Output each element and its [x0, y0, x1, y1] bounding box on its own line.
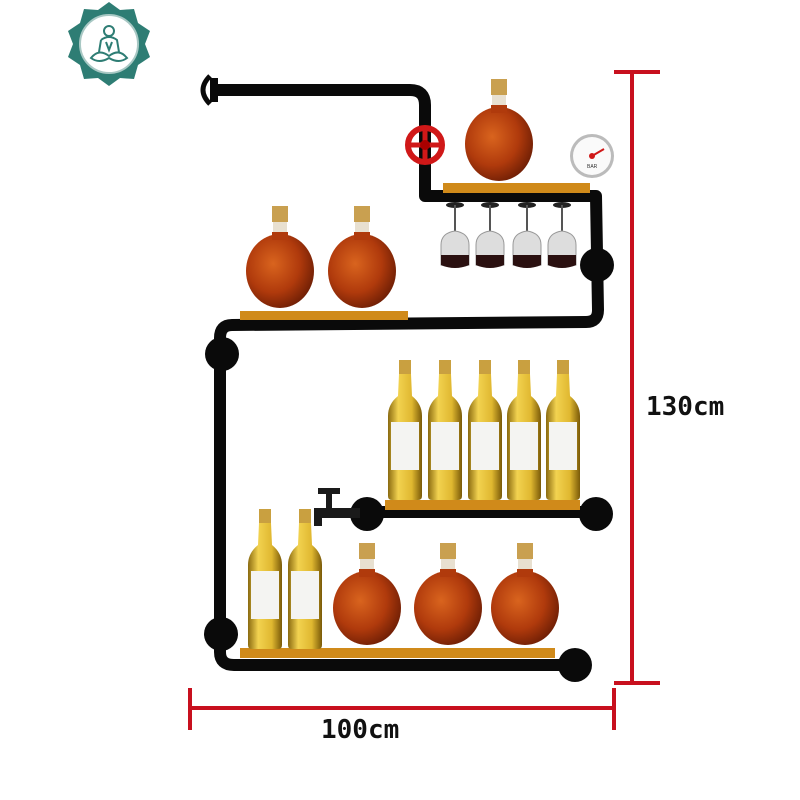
wine-glass: [547, 201, 577, 269]
cognac-bottle: [491, 543, 559, 645]
valve-handle-icon: [405, 125, 445, 165]
shelf-middle: [385, 500, 580, 510]
width-label: 100cm: [321, 715, 399, 745]
shelves: [240, 183, 590, 658]
wine-bottle: [507, 360, 541, 500]
width-dimension-line: [188, 688, 616, 730]
shelf-top: [443, 183, 590, 193]
height-label: 130cm: [646, 392, 724, 422]
wine-glass: [512, 201, 542, 269]
wine-bottle: [428, 360, 462, 500]
cognac-bottle: [333, 543, 401, 645]
wine-glasses: [440, 201, 577, 269]
faucet-icon: [314, 488, 360, 526]
wine-bottle: [248, 509, 282, 649]
pipe-joints: [204, 248, 614, 682]
shelf-bottom: [240, 648, 555, 658]
pressure-gauge: BAR: [570, 134, 614, 178]
cognac-bottle: [465, 79, 533, 181]
shelf-upper-left: [240, 311, 408, 320]
pipe-end-cap: [200, 74, 212, 106]
wine-glass: [475, 201, 505, 269]
cognac-bottle: [246, 206, 314, 308]
wine-bottle: [546, 360, 580, 500]
brand-logo: [68, 2, 150, 86]
pipe-frame: [210, 78, 604, 671]
height-dimension-line: [614, 70, 660, 685]
wine-glass: [440, 201, 470, 269]
wine-bottle: [288, 509, 322, 649]
wine-bottle: [468, 360, 502, 500]
cognac-bottle: [328, 206, 396, 308]
gauge-unit-label: BAR: [587, 164, 598, 170]
cognac-bottle: [414, 543, 482, 645]
meditation-lotus-icon: [89, 25, 129, 62]
wine-bottle: [388, 360, 422, 500]
